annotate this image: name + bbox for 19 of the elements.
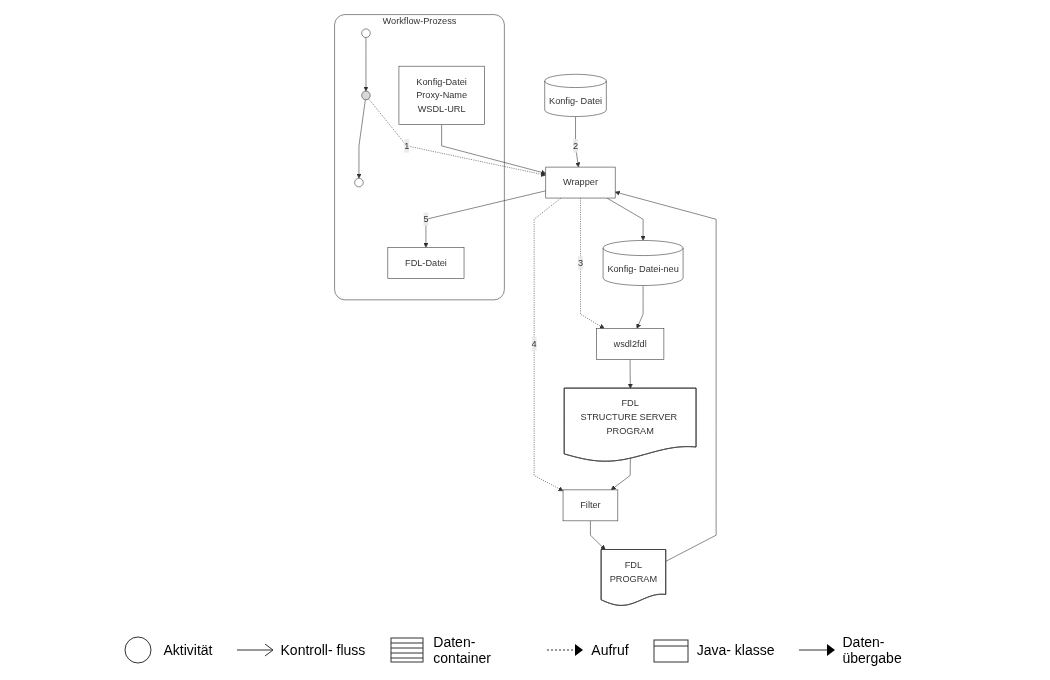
legend-text: Kontroll- fluss [280, 642, 366, 658]
node-box: Konfig-Datei Proxy-Name WSDL-URL [398, 65, 485, 125]
node-box: wsdl2fdl [595, 328, 664, 360]
node-box: FDL-Datei [387, 247, 464, 279]
legend-text: Java- klasse [696, 642, 775, 658]
edge-label: 2 [572, 140, 578, 151]
node-circle [354, 177, 364, 188]
edge-label: 3 [577, 257, 583, 268]
node-box: Wrapper [545, 166, 616, 199]
node-circle [361, 90, 371, 100]
legend-text: Aktivität [163, 642, 213, 658]
edge-label: 5 [423, 214, 429, 224]
legend-text: Daten- übergabe [842, 634, 903, 666]
legend-text: Aufruf [591, 642, 629, 658]
legend-text: Daten- container [433, 634, 492, 666]
edge-label: 1 [403, 140, 409, 151]
node-box: Filter [562, 489, 618, 522]
node-circle [361, 28, 371, 38]
edge-label: 4 [531, 338, 537, 349]
